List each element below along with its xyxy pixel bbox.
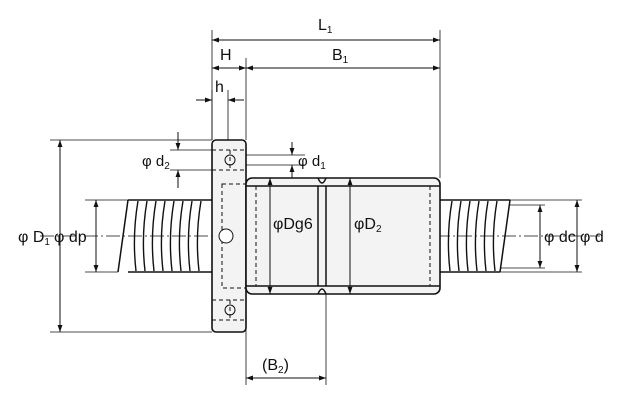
screw-shaft-left [117, 199, 212, 273]
label-D1: φ D1 [18, 229, 50, 248]
nut-body [245, 177, 441, 295]
label-L1: L1 [318, 17, 333, 36]
label-d1: φ d1 [298, 153, 326, 172]
extension-lines [50, 30, 582, 385]
label-B2: (B2) [262, 357, 289, 376]
label-d2: φ d2 [142, 153, 170, 172]
label-Dg6: φDg6 [273, 216, 313, 233]
label-dp: φ dp [54, 229, 87, 246]
nut-flange [211, 139, 247, 333]
screw-shaft-right [440, 199, 511, 273]
label-dc: φ dc [544, 229, 576, 246]
label-B1: B1 [332, 47, 349, 66]
label-d: φ d [580, 229, 604, 246]
label-h: h [215, 79, 224, 96]
label-D2: φD2 [354, 216, 382, 235]
label-H: H [220, 47, 232, 64]
dimension-lines [57, 37, 580, 381]
